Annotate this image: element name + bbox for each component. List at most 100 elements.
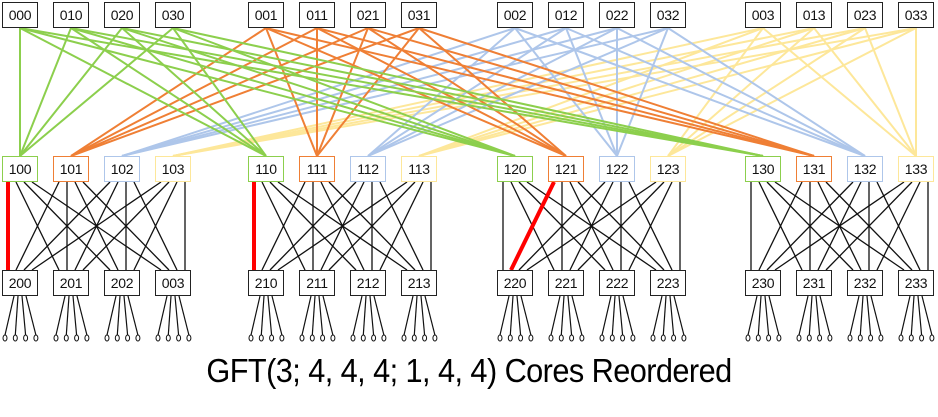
host-link [768,295,780,336]
core-link [418,27,567,157]
middle-switch-100: 100 [2,156,38,182]
host-link [178,295,190,336]
host-terminal [186,334,192,342]
host-link [127,295,139,336]
host-terminal [2,334,8,342]
host-link [662,295,667,336]
host-link [116,295,121,336]
core-switch-023: 023 [847,2,883,28]
pod-link [518,181,606,271]
host-terminal [878,334,884,342]
core-link [316,27,420,157]
core-link [70,27,516,157]
host-terminal [165,334,171,342]
core-link [172,27,764,157]
core-link [172,27,917,157]
host-link [622,295,634,336]
host-terminal [796,334,802,342]
core-switch-032: 032 [650,2,686,28]
host-terminal [806,334,812,342]
host-link [618,295,624,336]
leaf-switch-233: 233 [898,270,934,296]
core-link [367,27,669,157]
pod-link [133,181,178,271]
middle-switch-133: 133 [898,156,934,182]
host-link [917,295,923,336]
host-terminal [868,334,874,342]
host-terminal [766,334,772,342]
leaf-switch-201: 201 [53,270,89,296]
pod-link [766,181,854,271]
host-terminal [518,334,524,342]
host-terminal [857,334,863,342]
core-switch-013: 013 [796,2,832,28]
pod-link [825,181,913,271]
host-link [106,295,117,336]
core-link [70,27,764,157]
pod-link [31,181,162,271]
host-terminal [847,334,853,342]
pod-link [15,181,60,271]
host-link [900,295,911,336]
core-link [418,27,917,157]
host-terminal [569,334,575,342]
host-link [174,295,180,336]
host-terminal [422,334,428,342]
host-link [21,295,27,336]
host-link [757,295,762,336]
host-terminal [23,334,29,342]
pod-link [526,181,657,271]
middle-switch-103: 103 [155,156,191,182]
host-link [921,295,933,336]
host-terminal [579,334,585,342]
pod-link [577,181,665,271]
middle-switch-113: 113 [401,156,437,182]
leaf-switch-212: 212 [350,270,386,296]
core-link [19,27,123,157]
core-switch-022: 022 [599,2,635,28]
host-terminal [381,334,387,342]
leaf-switch-221: 221 [548,270,584,296]
host-link [14,295,19,336]
middle-switch-111: 111 [299,156,335,182]
host-link [123,295,129,336]
host-link [271,295,283,336]
pod-link [379,181,424,271]
host-terminal [258,334,264,342]
host-link [560,295,565,336]
core-link [418,27,815,157]
host-terminal [104,334,110,342]
host-terminal [558,334,564,342]
host-link [516,295,522,336]
host-terminal [12,334,18,342]
core-link [616,27,669,157]
host-terminal [919,334,925,342]
host-link [362,295,367,336]
host-terminal [74,334,80,342]
leaf-switch-200: 200 [2,270,38,296]
core-switch-001: 001 [248,2,284,28]
host-terminal [279,334,285,342]
host-terminal [650,334,656,342]
core-link [172,27,516,157]
host-terminal [507,334,513,342]
host-terminal [817,334,823,342]
core-switch-011: 011 [299,2,335,28]
core-link [70,27,420,157]
host-terminal [827,334,833,342]
core-switch-033: 033 [898,2,934,28]
host-link [866,295,872,336]
host-terminal [929,334,935,342]
host-link [798,295,809,336]
host-link [65,295,70,336]
host-link [550,295,561,336]
middle-switch-101: 101 [53,156,89,182]
host-link [420,295,426,336]
host-terminal [908,334,914,342]
pod-link [774,181,905,271]
middle-switch-121: 121 [548,156,584,182]
middle-switch-122: 122 [599,156,635,182]
core-link [19,27,72,157]
host-terminal [299,334,305,342]
